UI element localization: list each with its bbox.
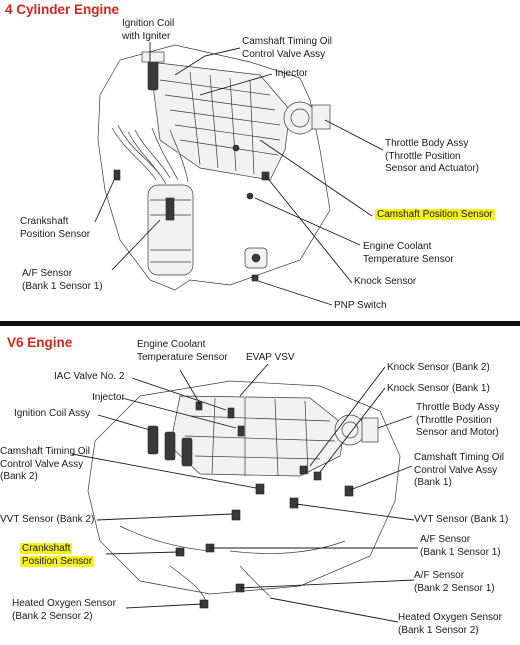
vvt-sensor-bank1-label: VVT Sensor (Bank 1) <box>414 514 509 525</box>
four-cylinder-title: 4 Cylinder Engine <box>5 2 120 17</box>
af-sensor-b1s1-label: A/F Sensor (Bank 1 Sensor 1) <box>420 534 501 558</box>
knock-sensor-bank1-label: Knock Sensor (Bank 1) <box>387 383 490 394</box>
v6-panel: V6 Engine Engine Coolant Temperature Sen… <box>0 326 520 645</box>
camshaft-ocv-bank2-label: Camshaft Timing Oil Control Valve Assy (… <box>0 446 91 482</box>
ignition-coil-label: Ignition Coil with Igniter <box>122 18 175 42</box>
pnp-switch-label: PNP Switch <box>334 300 387 311</box>
camshaft-ocv-label: Camshaft Timing Oil Control Valve Assy <box>242 36 333 60</box>
iac-valve-label: IAC Valve No. 2 <box>54 371 125 382</box>
knock-sensor-label: Knock Sensor <box>354 276 417 287</box>
four-cylinder-panel: 4 Cylinder Engine Ignition Coil with Ign… <box>0 0 520 322</box>
highlight-marker: Camshaft Position Sensor <box>375 209 495 220</box>
highlight-marker: Crankshaft <box>20 543 73 554</box>
knock-sensor-bank2-label: Knock Sensor (Bank 2) <box>387 362 490 373</box>
v6-coolant-sensor-label: Engine Coolant Temperature Sensor <box>137 339 228 363</box>
heated-oxygen-b1s2-label: Heated Oxygen Sensor (Bank 1 Sensor 2) <box>398 612 502 636</box>
evap-vsv-label: EVAP VSV <box>246 352 295 363</box>
highlight-marker: Position Sensor <box>20 555 95 567</box>
af-sensor-label: A/F Sensor (Bank 1 Sensor 1) <box>22 268 103 292</box>
throttle-body-label: Throttle Body Assy (Throttle Position Se… <box>385 138 479 174</box>
v6-engine-drawing <box>71 363 418 623</box>
vvt-sensor-bank2-label: VVT Sensor (Bank 2) <box>0 514 95 525</box>
v6-title: V6 Engine <box>7 335 73 350</box>
injector-label: Injector <box>275 68 308 79</box>
four-cylinder-engine-drawing <box>94 42 384 306</box>
panel-divider <box>0 321 520 326</box>
crankshaft-label: Crankshaft Position Sensor <box>20 216 91 240</box>
v6-throttle-body-label: Throttle Body Assy (Throttle Position Se… <box>416 402 500 438</box>
v6-ignition-coil-label: Ignition Coil Assy <box>14 408 91 419</box>
af-sensor-b2s1-label: A/F Sensor (Bank 2 Sensor 1) <box>414 570 495 594</box>
camshaft-position-sensor-label: Camshaft Position Sensor <box>375 209 495 222</box>
v6-crankshaft-label: Crankshaft Position Sensor <box>20 543 95 568</box>
v6-injector-label: Injector <box>92 392 125 403</box>
coolant-sensor-label: Engine Coolant Temperature Sensor <box>363 241 454 265</box>
camshaft-ocv-bank1-label: Camshaft Timing Oil Control Valve Assy (… <box>414 452 505 488</box>
heated-oxygen-b2s2-label: Heated Oxygen Sensor (Bank 2 Sensor 2) <box>12 598 116 622</box>
